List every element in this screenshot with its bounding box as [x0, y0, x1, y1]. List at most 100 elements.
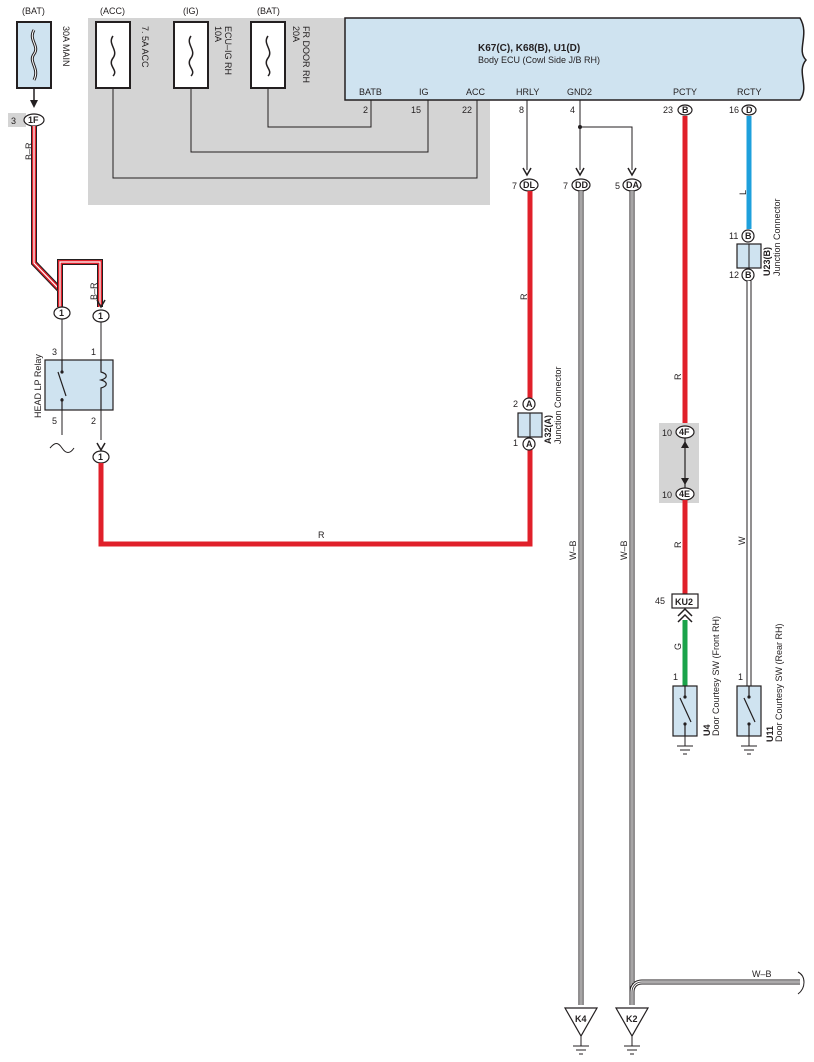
fuse-name: 30A MAIN: [61, 26, 71, 67]
ecu-pin-number: 4: [570, 105, 575, 115]
ground-icon: [677, 736, 693, 755]
ground-k4: K4: [563, 1007, 599, 1055]
fuse-30a-main: (BAT) 30A MAIN: [16, 6, 71, 89]
ecu-pin-number: 2: [363, 105, 368, 115]
fuse-name: FR DOOR RH: [301, 26, 311, 83]
svg-text:1: 1: [673, 672, 678, 682]
svg-text:B: B: [745, 270, 752, 280]
svg-text:K4: K4: [575, 1014, 587, 1024]
ecu-title: K67(C), K68(B), U1(D): [478, 43, 580, 54]
connector-4f-label: 4F: [679, 427, 690, 437]
continuation-icon: [49, 443, 75, 453]
connector-dl-label: DL: [523, 180, 535, 190]
fuse-icon: [188, 35, 194, 77]
svg-text:1: 1: [738, 672, 743, 682]
continuation-icon: [797, 971, 805, 995]
svg-text:1: 1: [513, 438, 518, 448]
ecu-pin-label: RCTY: [737, 87, 762, 97]
internal-wiring: [112, 88, 478, 179]
arrow-icon: [30, 100, 38, 108]
connector-da-label: DA: [626, 180, 639, 190]
svg-text:11: 11: [729, 231, 738, 241]
svg-text:Door Courtesy SW (Rear RH): Door Courtesy SW (Rear RH): [774, 623, 784, 742]
wire-red-relay: [98, 447, 533, 547]
svg-text:Junction Connector: Junction Connector: [553, 366, 563, 444]
ecu-pin-number: 8: [519, 105, 524, 115]
door-courtesy-switch-rear-rh: 1 U11 Door Courtesy SW (Rear RH): [736, 623, 784, 755]
wire-color-label: W–B: [568, 540, 578, 560]
wire: [580, 126, 633, 170]
relay-pin: 5: [52, 416, 57, 426]
svg-text:A: A: [526, 399, 533, 409]
fuse-source-label: (IG): [183, 6, 199, 16]
ecu-pin-label: ACC: [466, 87, 486, 97]
junction-connector-a32: 2 A 1 A A32(A) Junction Connector: [513, 366, 563, 451]
relay-pin: 1: [91, 347, 96, 357]
ecu-pin-label: HRLY: [516, 87, 539, 97]
fuse-source-label: (BAT): [22, 6, 45, 16]
svg-text:12: 12: [729, 270, 739, 280]
svg-text:A: A: [526, 439, 533, 449]
connector-pin-number: 7: [512, 181, 517, 191]
arrow-icon: [96, 299, 106, 309]
connector-shade: [8, 113, 26, 127]
ecu-connector-d: [741, 104, 757, 116]
connector-1f-label: 1F: [28, 115, 39, 125]
switch-icon: [743, 686, 756, 736]
ecu-pin-label: IG: [419, 87, 429, 97]
ground-icon: [573, 1036, 589, 1055]
relay-pin: 3: [52, 347, 57, 357]
ground-k2: K2: [614, 1007, 650, 1055]
arrow-icon: [575, 167, 585, 177]
arrow-icon: [627, 167, 637, 177]
arrow-icon: [522, 167, 532, 177]
fuse-icon: [265, 35, 271, 77]
svg-text:U4: U4: [702, 724, 712, 736]
ecu-pin-number: 22: [462, 105, 472, 115]
svg-text:Junction Connector: Junction Connector: [772, 198, 782, 276]
connector-pin-number: 10: [662, 428, 672, 438]
body-ecu: K67(C), K68(B), U1(D) Body ECU (Cowl Sid…: [344, 17, 808, 101]
splice-point: [578, 125, 582, 129]
wire-color-label: B–R: [89, 282, 99, 300]
wire-color-label: W–B: [752, 969, 772, 979]
ground-icon: [741, 736, 757, 755]
fuse-20a-fr-door-rh: (BAT) 20A FR DOOR RH: [250, 6, 311, 89]
svg-text:U23(B): U23(B): [762, 247, 772, 276]
wire-color-label: L: [738, 190, 748, 195]
svg-text:U11: U11: [765, 726, 775, 742]
wire-color-label: B–R: [24, 142, 34, 160]
relay-pin: 2: [91, 416, 96, 426]
svg-text:K2: K2: [626, 1014, 638, 1024]
wire-color-label: W: [737, 536, 747, 545]
head-lp-relay: 3 1 5 2 HEAD LP Relay: [33, 319, 114, 426]
wire-color-label: W–B: [619, 540, 629, 560]
fuse-source-label: (ACC): [100, 6, 125, 16]
ecu-subtitle: Body ECU (Cowl Side J/B RH): [478, 55, 600, 65]
connector-label: 1: [98, 311, 103, 321]
svg-text:Door Courtesy SW (Front RH): Door Courtesy SW (Front RH): [711, 616, 721, 736]
relay-coil-icon: [98, 360, 107, 410]
wire-color-label: R: [673, 541, 683, 548]
fuse-name: ECU–IG RH: [223, 26, 233, 75]
wire-color-label: R: [318, 530, 325, 540]
connector-pin-number: 3: [11, 116, 16, 126]
fuse-10a-ecu-ig-rh: (IG) 10A ECU–IG RH: [173, 6, 233, 89]
wire-color-label: R: [519, 293, 529, 300]
svg-text:2: 2: [513, 399, 518, 409]
connector-label: 1: [98, 452, 103, 462]
svg-text:A32(A): A32(A): [543, 415, 553, 444]
ecu-pin-label: GND2: [567, 87, 592, 97]
wire-color-label: R: [673, 373, 683, 380]
fuse-amp: 10A: [213, 26, 223, 42]
connector-dd-label: DD: [575, 180, 588, 190]
fuse-amp: 20A: [291, 26, 301, 42]
connector-label: 1: [59, 308, 64, 318]
ecu-connector-b-label: B: [682, 105, 689, 115]
connector-ku2-label: KU2: [675, 597, 693, 607]
connector-pin-number: 5: [615, 181, 620, 191]
relay-name: HEAD LP Relay: [33, 354, 43, 418]
connector-4e-label: 4E: [679, 489, 690, 499]
ecu-pin-number: 15: [411, 105, 421, 115]
